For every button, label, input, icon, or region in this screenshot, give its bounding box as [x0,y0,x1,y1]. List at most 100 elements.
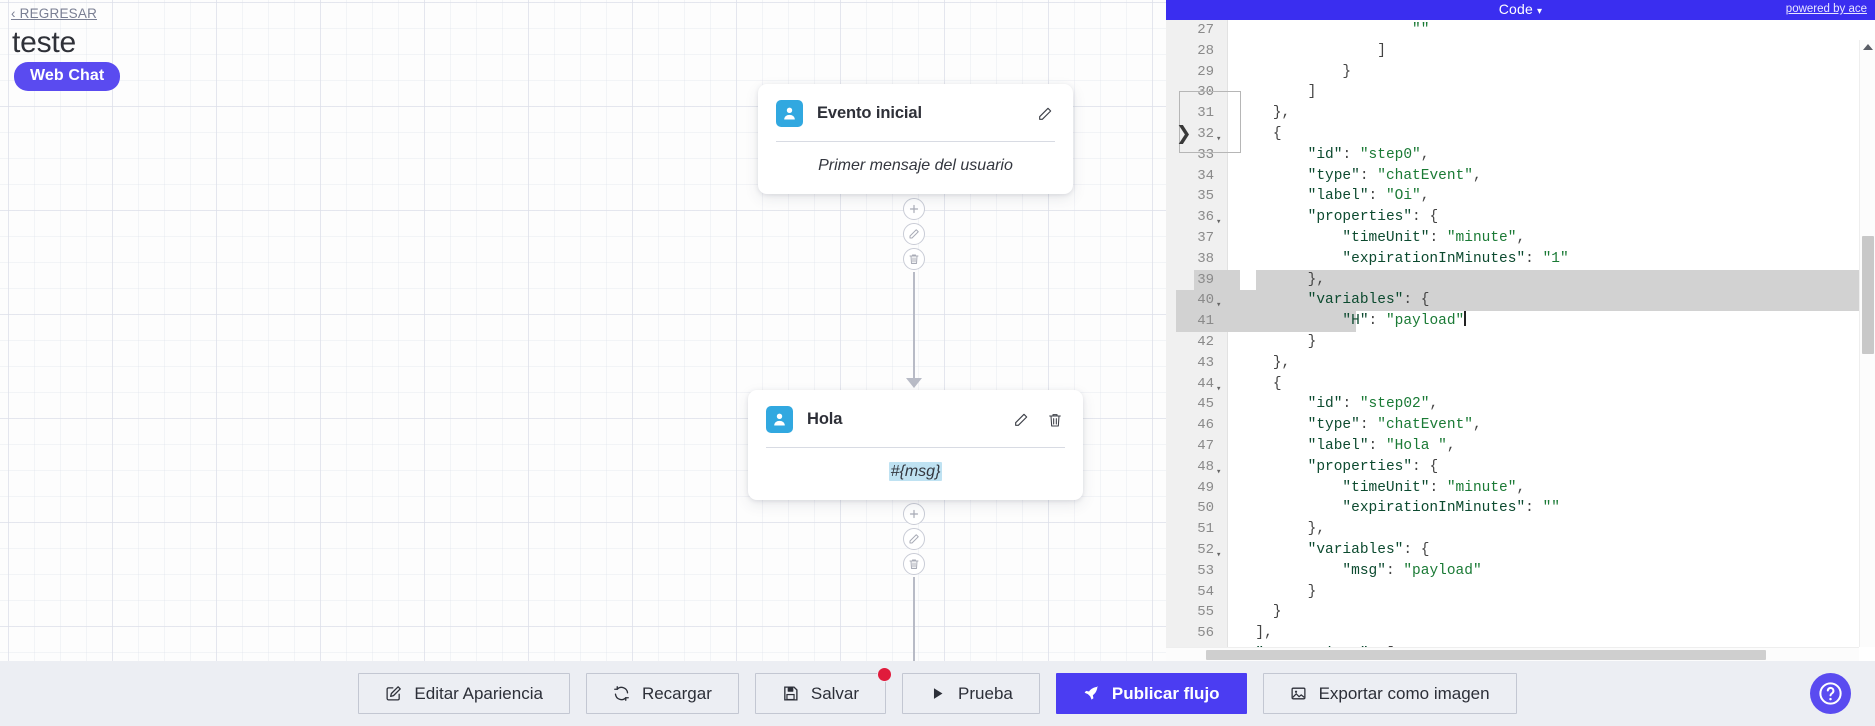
code-line[interactable]: 41 "H": "payload" [1166,311,1875,332]
code-line[interactable]: 34 "type": "chatEvent", [1197,166,1857,187]
code-line[interactable]: 51 }, [1197,519,1857,540]
scrollbar-thumb[interactable] [1862,236,1874,354]
code-text: "id": "step0", [1307,146,1430,163]
code-text: } [1307,583,1317,600]
edit-icon[interactable] [1011,410,1031,430]
code-selection-highlight [1256,269,1875,291]
salvar-button[interactable]: Salvar [754,667,893,714]
code-text: "label": "Oi", [1307,188,1430,205]
edit-icon[interactable] [903,223,925,245]
flow-node-hola[interactable]: Hola #{msg} [748,390,1083,500]
code-editor-panel[interactable]: Code▾ powered by ace 27 ""28 ]29 }30 ]31… [1166,0,1875,661]
scroll-up-arrow-icon[interactable] [1863,44,1873,50]
code-text: "type": "chatEvent", [1307,417,1482,434]
fold-toggle-icon[interactable]: ▾ [1216,133,1222,144]
code-line[interactable]: 56 ], [1197,623,1857,644]
scrollbar-thumb-horizontal[interactable] [1206,650,1766,660]
rocket-icon [1083,685,1100,702]
bottom-toolbar: Editar Apariencia Recargar Salvar Prueba Pub… [0,661,1875,726]
publicar-flujo-button[interactable]: Publicar flujo [1055,673,1247,714]
code-line[interactable]: 31 }, [1197,103,1857,124]
code-line[interactable]: 33 "id": "step0", [1197,145,1857,166]
connector-toolbar-1[interactable] [903,198,925,270]
editor-gutter[interactable] [1166,20,1228,661]
edit-icon[interactable] [1035,104,1055,124]
chevron-right-icon[interactable]: ❯ [1176,120,1192,150]
text-cursor [1464,311,1466,327]
add-icon[interactable] [903,503,925,525]
code-line[interactable]: 52▾ "variables": { [1197,540,1857,561]
line-number: 27 [1197,22,1214,38]
editor-code-area[interactable]: 27 ""28 ]29 }30 ]31 },32▾ {33 "id": "ste… [1166,20,1875,661]
fold-toggle-icon[interactable]: ▾ [1216,217,1222,228]
add-icon[interactable] [903,198,925,220]
editor-horizontal-scrollbar[interactable] [1166,647,1859,661]
code-line[interactable]: 49 "timeUnit": "minute", [1197,478,1857,499]
edit-icon[interactable] [903,528,925,550]
delete-icon[interactable] [903,553,925,575]
line-number: 47 [1197,437,1214,454]
code-line[interactable]: 55 } [1197,602,1857,623]
code-line[interactable]: 50 "expirationInMinutes": "" [1197,498,1857,519]
code-text: "variables": { [1307,541,1430,558]
code-line[interactable]: 43 }, [1197,353,1857,374]
code-text: "timeUnit": "minute", [1342,479,1526,496]
line-number: 45 [1197,396,1214,413]
delete-icon[interactable] [903,248,925,270]
flow-node-evento-inicial[interactable]: Evento inicial Primer mensaje del usuari… [758,84,1073,194]
exportar-como-imagen-button[interactable]: Exportar como imagen [1262,673,1517,714]
editor-title-dropdown[interactable]: Code▾ [1166,1,1875,17]
button-label: Salvar [810,683,860,703]
question-circle-icon [1819,682,1842,705]
code-line[interactable]: 54 } [1197,582,1857,603]
powered-by-link[interactable]: powered by ace [1785,3,1867,15]
code-text: }, [1272,105,1291,122]
editar-apariencia-button[interactable]: Editar Apariencia [358,673,570,714]
line-number: 43 [1197,354,1214,371]
code-text: ] [1377,42,1386,59]
code-line[interactable]: 37 "timeUnit": "minute", [1197,228,1857,249]
code-line[interactable]: 48▾ "properties": { [1197,457,1857,478]
fold-toggle-icon[interactable]: ▾ [1216,466,1222,477]
fold-toggle-icon[interactable]: ▾ [1216,383,1222,394]
user-avatar-icon [776,100,803,127]
code-text: "" [1412,22,1430,38]
code-text: "label": "Hola ", [1307,437,1456,454]
code-line[interactable]: 30 ] [1197,82,1857,103]
code-line[interactable]: 39 }, [1197,270,1857,291]
connector-toolbar-2[interactable] [903,503,925,575]
code-line[interactable]: 46 "type": "chatEvent", [1197,415,1857,436]
back-link[interactable]: ‹ REGRESAR [11,6,98,21]
node-header: Evento inicial [758,84,1073,141]
code-line[interactable]: 44▾ { [1197,374,1857,395]
fold-toggle-icon[interactable]: ▾ [1216,300,1222,311]
chevron-down-icon: ▾ [1537,6,1543,17]
delete-icon[interactable] [1045,410,1065,430]
flow-canvas[interactable]: ‹ REGRESAR teste Web Chat Evento inicial… [0,0,1166,661]
code-line[interactable]: 28 ] [1197,41,1857,62]
code-line[interactable]: 27 "" [1197,20,1857,41]
editor-surface[interactable]: 27 ""28 ]29 }30 ]31 },32▾ {33 "id": "ste… [1166,20,1875,661]
code-line[interactable]: 32▾ { [1197,124,1857,145]
help-button[interactable] [1810,673,1851,714]
code-line[interactable]: 47 "label": "Hola ", [1197,436,1857,457]
code-text: } [1307,333,1317,350]
code-line[interactable]: 36▾ "properties": { [1197,207,1857,228]
recargar-button[interactable]: Recargar [585,673,739,714]
code-line[interactable]: 38 "expirationInMinutes": "1" [1197,249,1857,270]
code-line[interactable]: 42 } [1197,332,1857,353]
prueba-button[interactable]: Prueba [902,673,1040,714]
code-text: { [1272,375,1282,392]
fold-toggle-icon[interactable]: ▾ [1216,549,1222,560]
node-body-text: #{msg} [748,448,1083,500]
code-line[interactable]: 29 } [1197,62,1857,83]
divider [776,141,1055,142]
code-line[interactable]: 35 "label": "Oi", [1197,186,1857,207]
code-text: }, [1272,354,1291,371]
code-line[interactable]: 53 "msg": "payload" [1197,561,1857,582]
code-line[interactable]: 40▾ "variables": { [1197,290,1857,311]
editor-vertical-scrollbar[interactable] [1859,40,1875,647]
line-number: 42 [1197,333,1214,350]
line-number: 46 [1197,417,1214,434]
code-line[interactable]: 45 "id": "step02", [1197,394,1857,415]
